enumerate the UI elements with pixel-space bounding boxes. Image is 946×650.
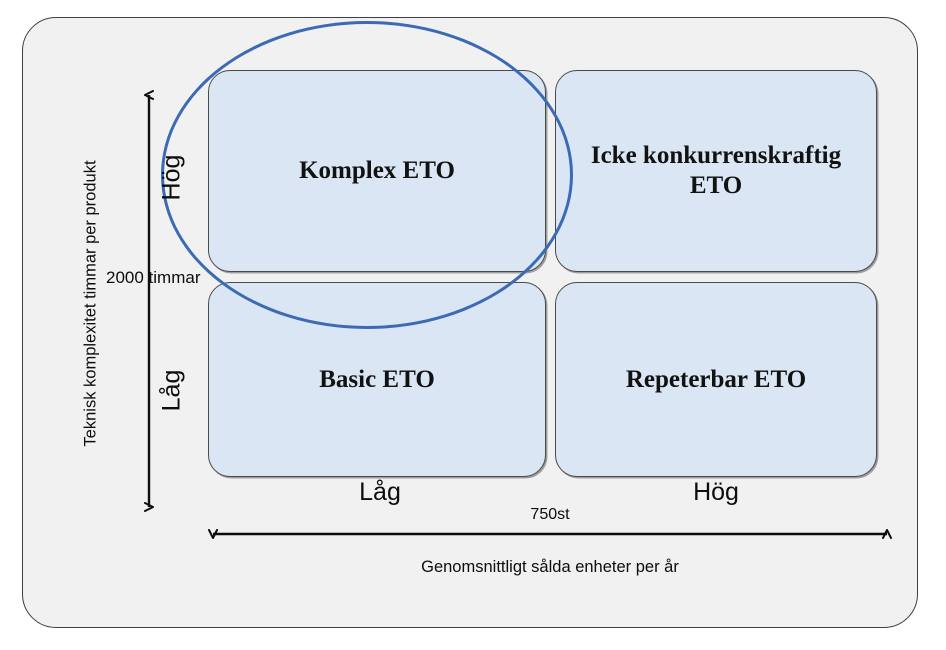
quadrant-repeterbar-eto[interactable]: Repeterbar ETO [555,282,877,477]
y-axis-title: Teknisk komplexitet timmar per produkt [81,160,100,447]
x-axis-threshold-label: 750st [530,506,570,523]
y-axis-high-label: Hög [157,154,186,201]
x-axis-title: Genomsnittligt sålda enheter per år [421,558,679,576]
x-axis-low-label: Låg [359,478,401,506]
quadrant-komplex-eto[interactable]: Komplex ETO [208,70,546,272]
x-axis-high-label: Hög [693,478,739,506]
quadrant-label: Icke konkurrenskraftig ETO [590,142,842,199]
quadrant-label: Basic ETO [319,365,435,393]
y-axis-threshold-label: 2000 timmar [106,268,201,287]
quadrant-icke-konkurrenskraftig-eto[interactable]: Icke konkurrenskraftig ETO [555,70,877,272]
y-axis-low-label: Låg [157,369,186,412]
quadrant-label: Repeterbar ETO [625,365,807,393]
quadrant-label: Komplex ETO [299,157,455,184]
quadrant-basic-eto[interactable]: Basic ETO [208,282,546,477]
